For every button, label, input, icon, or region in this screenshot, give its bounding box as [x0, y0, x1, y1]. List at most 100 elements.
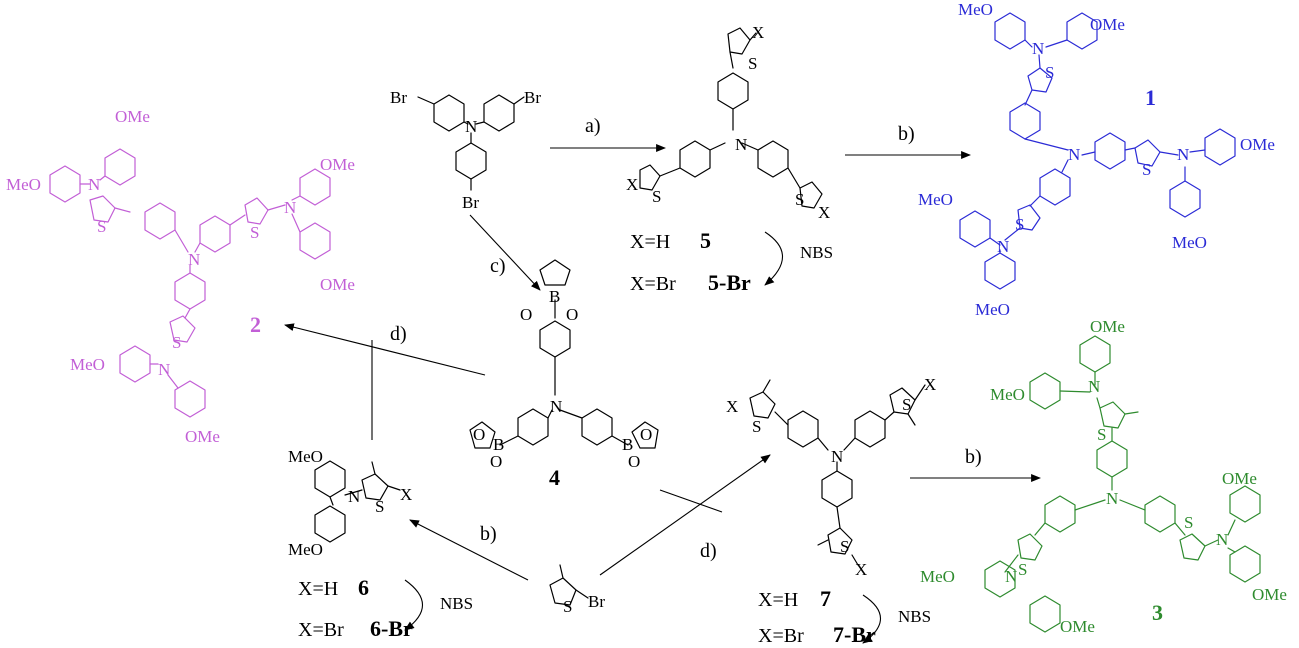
- atom-meo-2b: MeO: [70, 355, 105, 374]
- reagent-labels: a) b) c) d) b) d) b): [390, 115, 982, 562]
- compound-3-number: 3: [1152, 600, 1163, 625]
- atom-x-7a: X: [726, 397, 738, 416]
- nbs-label-6: NBS: [440, 594, 473, 613]
- atom-ome-2a: OMe: [115, 107, 150, 126]
- label-x-h-6: X=H: [298, 578, 338, 600]
- atom-x-7c: X: [855, 560, 867, 579]
- atom-s-5a: S: [748, 54, 757, 73]
- atom-meo-6a: MeO: [288, 447, 323, 466]
- atom-s-7c: S: [840, 537, 849, 556]
- atom-o-4c: O: [473, 425, 485, 444]
- compound-4-number: 4: [549, 465, 560, 490]
- atom-n-1a: N: [1032, 39, 1044, 58]
- nbs-label-5: NBS: [800, 243, 833, 262]
- atom-n-1b: N: [1177, 145, 1189, 164]
- atom-s-7a: S: [752, 417, 761, 436]
- molecule-7-atom-labels: X S N S X S X: [726, 375, 936, 579]
- atom-n-3c: N: [1005, 567, 1017, 586]
- atom-ome-2b: OMe: [320, 155, 355, 174]
- atom-ome-2d: OMe: [185, 427, 220, 446]
- bromothiophene-atom-labels: S Br: [563, 592, 605, 616]
- atom-n-sm: N: [465, 117, 477, 136]
- atom-o-4b: O: [520, 305, 532, 324]
- molecule-3-atom-labels: OMe MeO N S N OMe S N OMe S N MeO OMe: [920, 317, 1287, 636]
- reagent-d-right: d): [700, 540, 717, 562]
- atom-o-4e: O: [640, 425, 652, 444]
- nbs-label-7: NBS: [898, 607, 931, 626]
- compound-6br-number: 6-Br: [370, 616, 413, 641]
- atom-meo-1b: MeO: [1172, 233, 1207, 252]
- molecule-1: [959, 12, 1236, 290]
- atom-n-1c: N: [997, 237, 1009, 256]
- atom-s-7b: S: [902, 395, 911, 414]
- atom-s-3a: S: [1097, 425, 1106, 444]
- atom-ome-3d: OMe: [1060, 617, 1095, 636]
- atom-s-1c: S: [1015, 215, 1024, 234]
- molecule-bromo-methylthiophene: [549, 564, 589, 606]
- atom-ome-1b: OMe: [1240, 135, 1275, 154]
- atom-n-5: N: [735, 135, 747, 154]
- molecule-3: [984, 335, 1261, 633]
- atom-br-1: Br: [390, 88, 407, 107]
- atom-x-5b: X: [626, 175, 638, 194]
- arrow-nbs-7: [862, 594, 881, 644]
- atom-b-4a: B: [549, 287, 560, 306]
- atom-o-4d: O: [490, 452, 502, 471]
- atom-s-5c: S: [795, 190, 804, 209]
- compound-7br-number: 7-Br: [833, 622, 876, 647]
- arrow-nbs-5: [764, 231, 783, 286]
- atom-n-6: N: [348, 487, 360, 506]
- compound-7-labels: X=H 7 X=Br 7-Br: [758, 586, 876, 647]
- nbs-labels: NBS NBS NBS: [440, 243, 931, 626]
- arrow-d-left: [284, 323, 486, 376]
- label-x-br-7: X=Br: [758, 625, 804, 647]
- atom-x-7b: X: [924, 375, 936, 394]
- molecule-1-atom-labels: MeO OMe N S N S N OMe MeO S N MeO MeO: [918, 0, 1275, 319]
- compound-6-number: 6: [358, 575, 369, 600]
- molecule-5: [639, 27, 823, 209]
- atom-br-3: Br: [462, 193, 479, 212]
- atom-meo-1c: MeO: [918, 190, 953, 209]
- compound-5-number: 5: [700, 228, 711, 253]
- reagent-b-left: b): [480, 523, 497, 545]
- atom-o-4a: O: [566, 305, 578, 324]
- atom-meo-2a: MeO: [6, 175, 41, 194]
- atom-s-th: S: [563, 597, 572, 616]
- atom-meo-3a: MeO: [990, 385, 1025, 404]
- atom-ome-1a: OMe: [1090, 15, 1125, 34]
- molecule-2: [49, 148, 331, 418]
- atom-n-4: N: [550, 397, 562, 416]
- atom-s-2c: S: [172, 333, 181, 352]
- molecule-tribromo-triphenylamine: [417, 94, 525, 191]
- molecule-4: [469, 259, 659, 449]
- tribromo-atom-labels: Br Br N Br: [390, 88, 541, 212]
- atom-s-5b: S: [652, 187, 661, 206]
- compound-5br-number: 5-Br: [708, 270, 751, 295]
- atom-meo-3b: MeO: [920, 567, 955, 586]
- atom-s-3b: S: [1184, 513, 1193, 532]
- compound-7-number: 7: [820, 586, 831, 611]
- atom-ome-2c: OMe: [320, 275, 355, 294]
- atom-s-2a: S: [97, 217, 106, 236]
- molecule-2-atom-labels: OMe MeO N S N S N OMe OMe S N MeO OMe: [6, 107, 355, 446]
- atom-br-th: Br: [588, 592, 605, 611]
- atom-o-4f: O: [628, 452, 640, 471]
- compound-6-labels: X=H 6 X=Br 6-Br: [298, 575, 413, 641]
- atom-n-3b: N: [1216, 530, 1228, 549]
- atom-br-2: Br: [524, 88, 541, 107]
- reaction-arrows: [284, 144, 1041, 644]
- label-x-br-5: X=Br: [630, 273, 676, 295]
- arrow-d-right: [599, 454, 771, 576]
- compound-2-number: 2: [250, 312, 261, 337]
- molecule-6-atom-labels: MeO N S X MeO: [288, 447, 412, 559]
- atom-b-4c: B: [622, 435, 633, 454]
- atom-b-4b: B: [493, 435, 504, 454]
- atom-n-2a: N: [88, 175, 100, 194]
- atom-s-3c: S: [1018, 560, 1027, 579]
- label-x-h-5: X=H: [630, 231, 670, 253]
- arrow-b-left: [409, 519, 529, 581]
- arrow-c: [469, 214, 541, 291]
- reagent-d-left: d): [390, 323, 407, 345]
- label-x-h-7: X=H: [758, 589, 798, 611]
